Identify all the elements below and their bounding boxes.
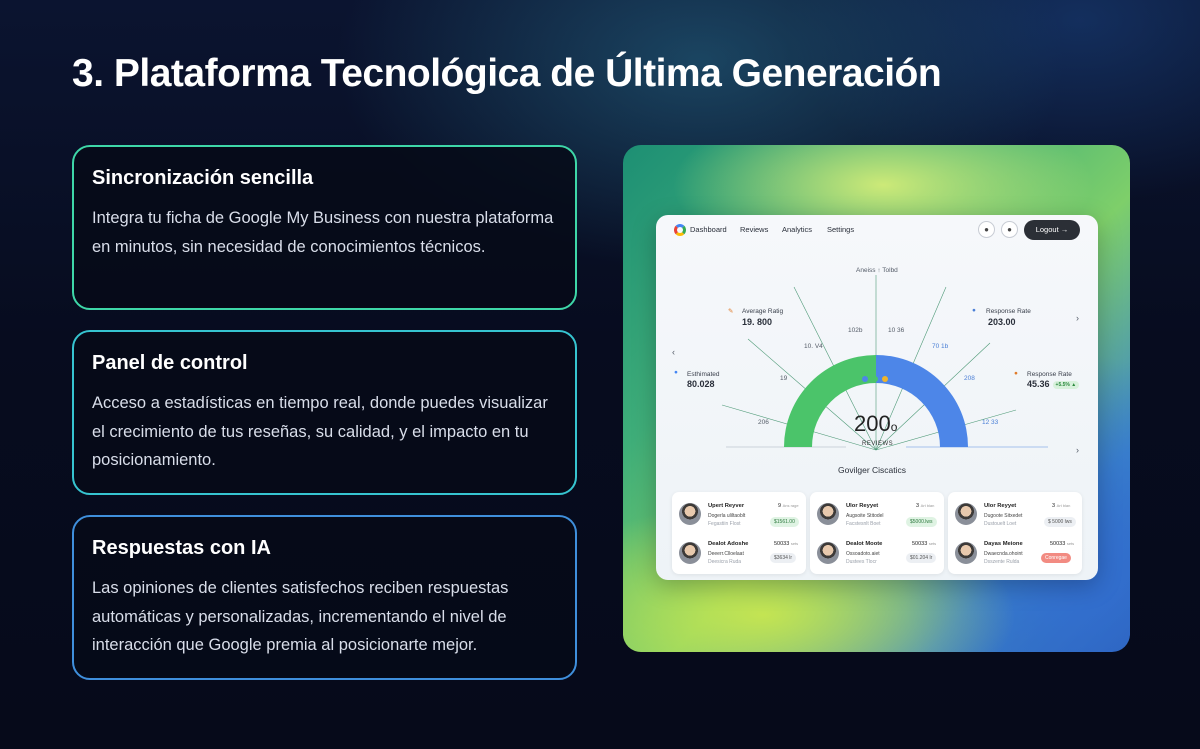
dot-blue <box>862 376 868 382</box>
average-rating-value: 19. 800 <box>742 317 773 327</box>
review-count: 50033 sets <box>774 541 799 547</box>
avatar <box>817 503 839 525</box>
review-tag: $1561.00 <box>770 517 799 527</box>
dot-yellow <box>882 376 888 382</box>
tick-label: 102b <box>848 327 863 334</box>
section-title: Govilger Ciscatics <box>838 465 907 475</box>
review-sub: Deesicra Ruda <box>708 559 742 565</box>
rating-icon: ✎ <box>728 308 734 315</box>
review-tag: $5000.lws <box>906 517 937 527</box>
tick-label: 19 <box>780 375 788 382</box>
dashboard-nav: Dashboard Reviews Analytics Settings ● ●… <box>656 215 1098 245</box>
reviewer-name: Dealot Moote <box>846 541 883 547</box>
response-rate-label: Response Rate <box>986 308 1031 315</box>
feature-heading: Panel de control <box>92 352 248 374</box>
feature-heading: Sincronización sencilla <box>92 167 314 189</box>
feature-body: Acceso a estadísticas en tiempo real, do… <box>92 394 548 469</box>
logout-label: Logout <box>1035 225 1059 234</box>
avatar <box>955 503 977 525</box>
feature-card-dashboard: Panel de control Acceso a estadísticas e… <box>72 330 577 495</box>
nav-settings[interactable]: Settings <box>827 225 855 234</box>
dot-green <box>872 376 878 382</box>
review-count: 50033 sets <box>912 541 937 547</box>
review-sub: Dsszente Rulda <box>984 559 1020 565</box>
review-count: 50033 sets <box>1050 541 1075 547</box>
review-count: 9 Ans rage <box>778 503 799 509</box>
logout-button[interactable]: Logout → <box>1024 220 1080 240</box>
review-line: Deeerr.Clloelaat <box>708 551 744 557</box>
chevron-left-icon[interactable]: ‹ <box>672 347 675 357</box>
feature-card-ai-responses: Respuestas con IA Las opiniones de clien… <box>72 515 577 680</box>
gauge-label: REVIEWS <box>862 441 894 447</box>
avatar <box>679 542 701 564</box>
gauge-rays <box>721 275 1048 451</box>
response-icon: ● <box>972 307 976 314</box>
estimated-icon: ● <box>674 369 678 376</box>
slide-title: 3. Plataforma Tecnológica de Última Gene… <box>72 52 942 95</box>
response-rate-value: 203.00 <box>988 317 1016 327</box>
estimated-value: 80.028 <box>687 379 715 389</box>
response-rate2-label: Response Rate <box>1027 371 1072 378</box>
avatar <box>955 542 977 564</box>
user-icon[interactable]: ● <box>978 221 995 238</box>
reviewer-name: Dayas Meione <box>984 541 1023 547</box>
gauge-value: 200o <box>854 411 898 436</box>
google-logo-icon <box>674 224 686 236</box>
review-sub: Dustouelt Loet <box>984 521 1017 527</box>
dashboard-window: Dashboard Reviews Analytics Settings ● ●… <box>656 215 1098 580</box>
response-rate2-value: 45.36+5.5% ▲ <box>1027 379 1080 389</box>
reviewer-name: Ulor Reyyet <box>846 503 879 509</box>
review-card[interactable]: Ulor Reyyet Dugoote Sitxedet Dustouelt L… <box>948 492 1082 574</box>
gauge-chart <box>721 275 1048 451</box>
review-sub: Dustees Tlocr <box>846 559 877 565</box>
tick-label: 206 <box>758 419 769 426</box>
feature-body: Las opiniones de clientes satisfechos re… <box>92 579 509 654</box>
review-line: Augsoite Stitodel <box>846 513 884 519</box>
avatar <box>679 503 701 525</box>
feature-card-sync: Sincronización sencilla Integra tu ficha… <box>72 145 577 310</box>
review-line: Dugoote Sitxedet <box>984 513 1023 519</box>
average-rating-label: Average Ratig <box>742 308 784 315</box>
tick-label: 208 <box>964 375 975 382</box>
tick-label: 70 1b <box>932 343 949 350</box>
nav-analytics[interactable]: Analytics <box>782 225 813 234</box>
review-sub: Fegastiin Flost <box>708 521 741 527</box>
feature-body: Integra tu ficha de Google My Business c… <box>92 209 554 256</box>
review-sub: Facstesnlt Boet <box>846 521 881 527</box>
review-line: Dogerla uliltaoblt <box>708 513 746 519</box>
nav-dashboard[interactable]: Dashboard <box>690 225 727 234</box>
review-count: 3 Art blan <box>916 503 935 509</box>
chevron-right-icon[interactable]: › <box>1076 445 1079 455</box>
review-card[interactable]: Upert Reyver Dogerla uliltaoblt Fegastii… <box>672 492 806 574</box>
gauge-arc-right <box>876 355 968 447</box>
estimated-label: Esthimated <box>687 371 720 378</box>
avatar <box>817 542 839 564</box>
tick-label: 10. V4 <box>804 343 823 350</box>
reviewer-name: Ulor Reyyet <box>984 503 1017 509</box>
reviewer-name: Dealot Adoshe <box>708 541 749 547</box>
reviewer-name: Upert Reyver <box>708 503 745 509</box>
review-line: Dwaecnda.ohoint <box>984 551 1023 557</box>
logout-arrow-icon: → <box>1060 225 1069 234</box>
nav-reviews[interactable]: Reviews <box>740 225 769 234</box>
tick-label: 10 36 <box>888 327 905 334</box>
review-tag: $ 5000 lws <box>1044 517 1076 527</box>
chevron-right-icon[interactable]: › <box>1076 313 1079 323</box>
review-card[interactable]: Ulor Reyyet Augsoite Stitodel Facstesnlt… <box>810 492 944 574</box>
gauge-arc-left <box>784 355 876 447</box>
response-rate2-icon: ● <box>1014 370 1018 377</box>
review-tag: $01.204 lr <box>906 553 937 563</box>
profile-icon[interactable]: ● <box>1001 221 1018 238</box>
dashboard-screenshot: Dashboard Reviews Analytics Settings ● ●… <box>623 145 1130 652</box>
review-tag: $3634 lr <box>770 553 797 563</box>
review-line: Ossoadoto.aiet <box>846 551 880 557</box>
review-tag[interactable]: Conregae <box>1041 553 1071 563</box>
chart-top-label: Aneiss ↑ Tolbd <box>856 267 898 274</box>
response-rate2-badge: +5.5% ▲ <box>1052 380 1080 389</box>
review-count: 3 Art blan <box>1052 503 1071 509</box>
tick-label: 12 33 <box>982 419 999 426</box>
feature-heading: Respuestas con IA <box>92 537 271 559</box>
